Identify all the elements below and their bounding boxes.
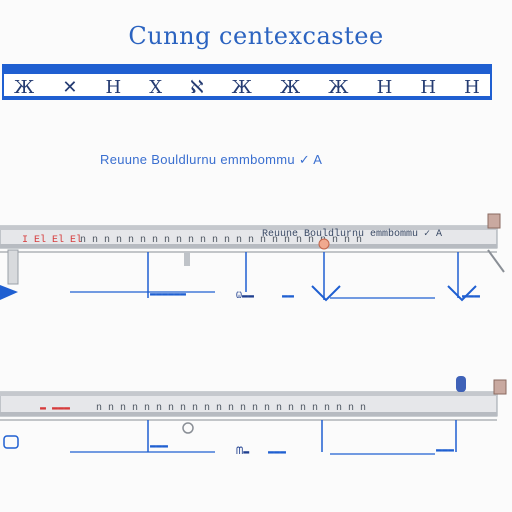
header-glyph-8: Ж [328, 76, 349, 98]
header-glyph-11: Н [464, 76, 480, 98]
rail-1-hanger [184, 252, 190, 266]
header-band: Ж ✕ Н Х ℵ Ж Ж Ж Н Н Н [2, 64, 492, 100]
header-glyph-row: Ж ✕ Н Х ℵ Ж Ж Ж Н Н Н [14, 76, 480, 98]
header-glyph-2: ✕ [62, 76, 78, 98]
header-glyph-10: Н [420, 76, 437, 98]
rail-1-center-text: Reuune Bouldlurnu emmbommu ✓ A [262, 228, 442, 240]
rail-2-right-clip [493, 379, 507, 395]
header-glyph-6: Ж [231, 76, 252, 98]
rail-1-left-arrow [0, 285, 18, 300]
rail-1-bottom-label-2: Ѡ▬▬ [236, 291, 254, 302]
rail-2-bottom-label-3: ▬▬▬ [436, 445, 454, 456]
rail-1-left-bracket [7, 249, 19, 285]
header-glyph-5: ℵ [190, 76, 204, 98]
rail-1-right-clip [487, 213, 501, 229]
rail-1-bottom-edge [0, 244, 497, 248]
rail-1-bottom-label-1: ▬▬▬▬▬▬ [150, 289, 186, 300]
rail-1-red-label: I El El El [22, 234, 82, 246]
rail-2-top-marker [456, 376, 466, 392]
rail-1-text: n n n n n n n n n n n n n n n n n n n n … [80, 235, 362, 246]
header-glyph-9: Н [376, 76, 393, 98]
header-glyph-7: Ж [279, 76, 301, 98]
header-glyph-4: Х [149, 76, 163, 98]
header-glyph-3: Н [105, 76, 122, 98]
header-glyph-1: Ж [14, 76, 35, 98]
rail-2-text: n n n n n n n n n n n n n n n n n n n n … [96, 403, 366, 414]
rail-2-left-bracket [3, 435, 19, 449]
rail-1-v-arrow [311, 285, 341, 302]
rail-2-ring [182, 422, 194, 434]
rail-1-right-support [487, 249, 505, 273]
rail-2-bottom-label-2: ▬▬▬ [268, 447, 286, 458]
rail-2-bottom-label-1: ᗰ▬ [236, 446, 249, 458]
page-title: Cunng centexcastee [128, 22, 384, 50]
rail-2-top-edge [0, 392, 497, 396]
rail-2-bottom-label-4: ▬▬▬ [150, 441, 168, 452]
rail-2-red-label: ▬ ▬▬▬ [40, 403, 70, 414]
rail-2: ▬ ▬▬▬ n n n n n n n n n n n n n n n n n … [0, 376, 507, 458]
rail-1: I El El El n n n n n n n n n n n n n n n… [0, 213, 505, 302]
rail-1-v-arrow-2 [447, 285, 477, 302]
header-band-bottom-stripe [4, 96, 490, 98]
diagram-subtitle: Reuune Bouldlurnu emmbommu ✓ A [100, 152, 323, 167]
rail-1-bottom-label-4: ▬▬▬ [462, 291, 480, 302]
rail-1-top-edge [0, 226, 497, 230]
rail-1-marker [318, 238, 330, 250]
rail-1-bottom-label-3: ▬▬ [282, 291, 294, 302]
header-band-top-stripe [4, 66, 490, 74]
rail-2-bottom-edge [0, 412, 497, 416]
